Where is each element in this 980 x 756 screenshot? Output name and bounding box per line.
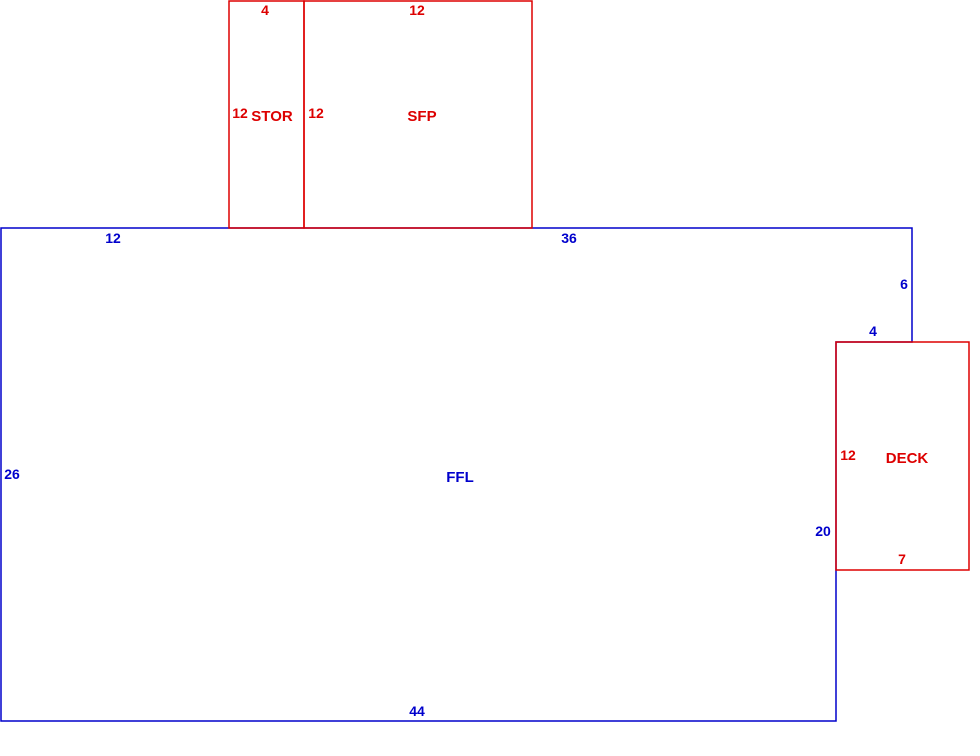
deck-outline	[835, 341, 970, 571]
sfp-outline	[303, 0, 533, 229]
ffl-dim-step: 4	[869, 323, 877, 339]
sfp-dim-top: 12	[409, 2, 425, 18]
sfp-dim-left: 12	[308, 105, 324, 121]
ffl-dim-right-lower: 20	[815, 523, 831, 539]
ffl-dim-top-left: 12	[105, 230, 121, 246]
deck-label: DECK	[886, 450, 929, 467]
deck-dim-left: 12	[840, 447, 856, 463]
ffl-dim-left: 26	[4, 466, 20, 482]
deck-dim-bottom: 7	[898, 551, 906, 567]
stor-dim-left: 12	[232, 105, 248, 121]
stor-label: STOR	[251, 108, 293, 125]
sfp-label: SFP	[407, 108, 436, 125]
stor-dim-top: 4	[261, 2, 269, 18]
ffl-dim-top-right: 36	[561, 230, 577, 246]
ffl-label: FFL	[446, 469, 474, 486]
ffl-dim-bottom: 44	[409, 703, 425, 719]
ffl-dim-right-upper: 6	[900, 276, 908, 292]
